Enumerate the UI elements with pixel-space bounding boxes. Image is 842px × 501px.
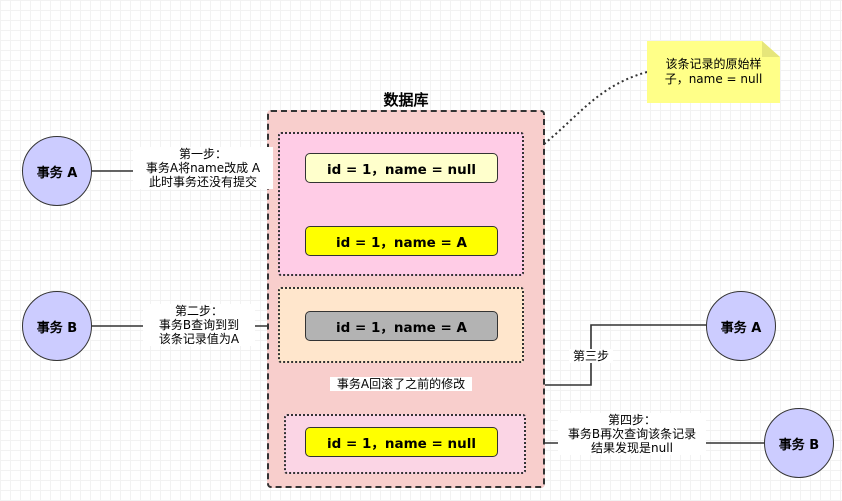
- note-line-1: 该条记录的原始样: [665, 57, 762, 71]
- actor-transaction-a-left: 事务 A: [22, 136, 92, 206]
- record-after-rollback: id = 1，name = null: [305, 427, 498, 457]
- step-2-line-3: 该条记录值为A: [158, 332, 240, 346]
- step-1-line-1: 第一步：: [178, 147, 227, 161]
- step-1-line-3: 此时事务还没有提交: [148, 175, 257, 189]
- step-4-label: 第四步： 事务B再次查询该条记录 结果发现是null: [558, 413, 706, 455]
- record-original: id = 1，name = null: [305, 153, 498, 183]
- database-title: 数据库: [383, 91, 429, 109]
- record-read-by-b: id = 1，name = A: [305, 311, 498, 341]
- note-body: 该条记录的原始样 子，name = null: [647, 41, 780, 103]
- step-4-line-2: 事务B再次查询该条记录: [567, 427, 697, 441]
- actor-transaction-a-right: 事务 A: [706, 291, 776, 361]
- step-2-label: 第二步： 事务B查询到到 该条记录值为A: [143, 304, 255, 346]
- step-3-label: 第三步: [569, 349, 613, 363]
- step-1-line-2: 事务A将name改成 A: [145, 161, 261, 175]
- step-1-label: 第一步： 事务A将name改成 A 此时事务还没有提交: [133, 147, 273, 189]
- step-4-line-3: 结果发现是null: [591, 441, 673, 455]
- original-value-note: 该条记录的原始样 子，name = null: [647, 41, 780, 103]
- record-after-update: id = 1，name = A: [305, 226, 498, 256]
- actor-transaction-b-left: 事务 B: [22, 291, 92, 361]
- step-4-line-1: 第四步：: [607, 413, 656, 427]
- actor-transaction-b-right: 事务 B: [764, 408, 834, 478]
- note-line-2: 子，name = null: [664, 72, 763, 86]
- rollback-label: 事务A回滚了之前的修改: [330, 377, 472, 391]
- step-2-line-2: 事务B查询到到: [158, 318, 240, 332]
- note-fold-icon: [762, 41, 780, 57]
- step-2-line-1: 第二步：: [174, 304, 223, 318]
